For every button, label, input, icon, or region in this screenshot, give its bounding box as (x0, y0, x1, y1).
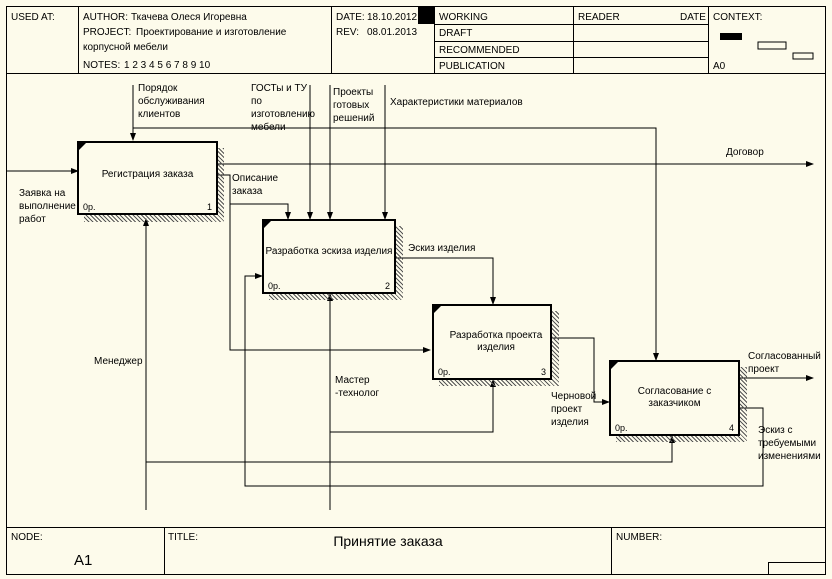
activity-box-1[interactable]: Регистрация заказа 0р. 1 (77, 141, 218, 215)
used-at-label: USED AT: (11, 12, 55, 23)
page-title: Принятие заказа (333, 533, 443, 549)
notes-label: NOTES: (83, 60, 121, 71)
arrow-label-opisanie: Описание заказа (232, 173, 279, 197)
status-working: WORKING (439, 12, 488, 23)
arrow-label-dogovor: Договор (726, 147, 764, 158)
activity-2-number: 2 (384, 281, 390, 291)
frame-lines (6, 6, 826, 575)
node-value: A1 (74, 552, 93, 569)
activity-3-name: Разработка проекта изделия (449, 330, 543, 353)
context-node-2 (757, 41, 787, 50)
author-value: Ткачева Олеся Игоревна (131, 12, 247, 23)
project-value-line1: Проектирование и изготовление (136, 27, 287, 38)
arrows (6, 85, 814, 510)
arrow-label-harakteristiki: Характеристики материалов (390, 97, 523, 108)
box-corner-mark (434, 306, 441, 313)
arrow-label-master: Мастер -технолог (335, 375, 380, 399)
activity-box-4[interactable]: Согласование с заказчиком 0р. 4 (609, 360, 740, 436)
activity-3-cost: 0р. (438, 367, 451, 377)
activity-4-cost: 0р. (615, 423, 628, 433)
activity-4-number: 4 (728, 423, 734, 433)
arrow-label-soglasovanny: Согласованный проект (748, 351, 821, 375)
context-node: A0 (713, 61, 726, 72)
project-label: PROJECT: (83, 27, 132, 38)
date-label: DATE: (336, 12, 365, 23)
author-label: AUTHOR: (83, 12, 128, 23)
box-corner-mark (79, 143, 86, 150)
activity-2-name: Разработка эскиза изделия (265, 246, 393, 257)
arrow-label-zayavka: Заявка на выполнение работ (19, 188, 76, 225)
activity-1-name: Регистрация заказа (101, 169, 194, 180)
context-node-current (720, 33, 742, 40)
status-publication: PUBLICATION (439, 61, 505, 72)
number-label: NUMBER: (616, 532, 663, 543)
title-label: TITLE: (168, 532, 199, 543)
arrow-label-gosty: ГОСТы и ТУ по изготовлению мебели (251, 83, 316, 133)
notes-value: 1 2 3 4 5 6 7 8 9 10 (124, 60, 211, 71)
activity-box-2[interactable]: Разработка эскиза изделия 0р. 2 (262, 219, 396, 294)
box-corner-mark (264, 221, 271, 228)
status-recommended: RECOMMENDED (439, 45, 520, 56)
status-draft: DRAFT (439, 28, 473, 39)
date-value: 18.10.2012 (367, 12, 418, 23)
activity-4-name: Согласование с заказчиком (637, 386, 712, 409)
working-marker (418, 7, 434, 24)
box-corner-mark (611, 362, 618, 369)
activity-2-cost: 0р. (268, 281, 281, 291)
reader-label: READER (578, 12, 620, 23)
activity-1-number: 1 (206, 202, 212, 212)
context-label: CONTEXT: (713, 12, 763, 23)
arrow-label-eskiz: Эскиз изделия (408, 243, 476, 254)
rev-value: 08.01.2013 (367, 27, 418, 38)
activity-1-cost: 0р. (83, 202, 96, 212)
arrow-label-poryadok: Порядок обслуживания клиентов (138, 83, 205, 120)
node-label: NODE: (11, 532, 43, 543)
context-node-3 (792, 52, 814, 60)
arrow-label-eskiz-s: Эскиз с требуемыми изменениями (758, 425, 821, 462)
reader-date-label: DATE (680, 12, 706, 23)
arrow-label-chernovoy: Черновой проект изделия (551, 391, 597, 428)
activity-3-number: 3 (540, 367, 546, 377)
project-value-line2: корпусной мебели (83, 42, 168, 53)
arrow-label-proekty: Проекты готовых решений (333, 87, 375, 124)
rev-label: REV: (336, 27, 359, 38)
activity-box-3[interactable]: Разработка проекта изделия 0р. 3 (432, 304, 552, 380)
arrow-label-menedzher: Менеджер (94, 356, 143, 367)
